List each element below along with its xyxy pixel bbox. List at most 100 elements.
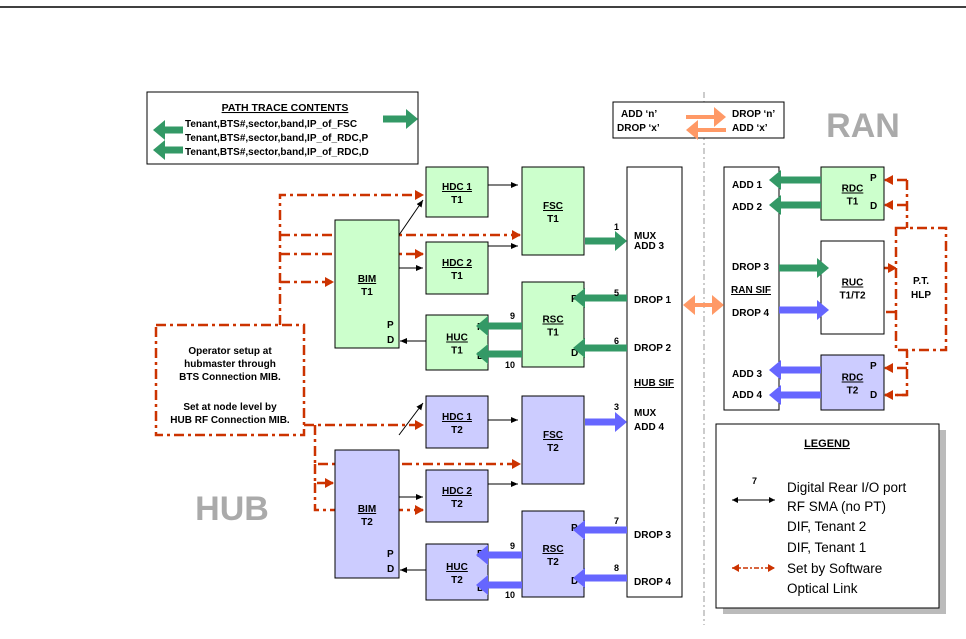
add-drop-box: ADD ‘n’ DROP ‘n’ DROP ‘x’ ADD ‘x’ [612,101,785,139]
module-tenant: T1 [547,214,559,225]
module-box [521,281,585,368]
hub-sif-block [626,166,683,598]
ran-sif-label: RAN SIF [731,285,771,296]
port-p-label: P [387,320,394,331]
port-num-10a: 10 [505,360,515,370]
operator-line-6: HUB RF Connection MIB. [170,415,290,426]
hub-add4: ADD 4 [634,422,664,433]
pt-arrow-right-1 [383,109,418,129]
port-d-label: D [387,564,394,575]
port-num-10b: 10 [505,590,515,600]
legend-item-4: DIF, Tenant 1 [787,540,866,555]
fsc-t1-to-mux-arrow [585,231,627,251]
ran-drop3: DROP 3 [732,262,769,273]
module-tenant: T2 [547,557,559,568]
drop3-to-rsc-t2-arrow [573,520,627,540]
hub-drop4: DROP 4 [634,577,671,588]
module-box [521,166,585,256]
hub-drop2: DROP 2 [634,343,671,354]
module-name: BIM [358,504,376,515]
port-d-label: D [387,335,394,346]
port-p-label: P [387,549,394,560]
drop-x-label: DROP ‘x’ [617,123,660,134]
module-name: RDC [842,373,864,384]
path-trace-row-2: Tenant,BTS#,sector,band,IP_of_RDC,P [185,133,369,144]
hub-add3: ADD 3 [634,241,664,252]
module-tenant: T2 [361,517,373,528]
pt-label: P.T. [913,276,929,287]
drop4-to-rsc-t2-arrow [573,568,627,588]
operator-line-1: Operator setup at [188,346,272,357]
module-box [334,219,400,349]
rsc-t2-module: RSC T2 [521,510,585,598]
ran-drop4: DROP 4 [732,308,769,319]
rsc-t2-to-huc-p-arrow [476,545,522,565]
drop-n-label: DROP ‘n’ [732,109,775,120]
module-box [425,543,489,601]
rdc-t2-to-add3-arrow [769,360,821,380]
hdc1-t1-module: HDC 1 T1 [425,166,489,218]
add-x-label: ADD ‘x’ [732,123,768,134]
module-tenant: T1/T2 [839,291,866,302]
legend-item-2: RF SMA (no PT) [787,499,886,514]
path-trace-row-3: Tenant,BTS#,sector,band,IP_of_RDC,D [185,147,369,158]
module-name: RSC [542,315,563,326]
module-box [425,469,489,523]
port-num-8: 8 [614,563,619,573]
legend: LEGEND 7 Digital Rear I/O port RF SMA (n… [715,423,946,614]
module-box [521,510,585,598]
drop1-to-rsc-t1-arrow [573,288,627,308]
pt-arrow-left-2 [153,140,183,160]
module-name: HDC 2 [442,258,472,269]
module-name: RDC [842,184,864,195]
module-tenant: T1 [451,271,463,282]
port-num-6: 6 [614,336,619,346]
module-name: RSC [542,544,563,555]
module-box [425,395,489,449]
hdc1-t2-module: HDC 1T2 [425,395,489,449]
hub-sif-label: HUB SIF [634,378,674,389]
ran-sif-ports: ADD 1 ADD 2 DROP 3 DROP 4 ADD 3 ADD 4 [732,180,769,401]
module-tenant: T1 [451,195,463,206]
module-name: HDC 1 [442,412,472,423]
module-box [425,166,489,218]
legend-item-1: Digital Rear I/O port [787,480,907,495]
drop4-to-ruc-arrow [779,300,829,320]
port-num-9a: 9 [510,311,515,321]
module-tenant: T2 [451,575,463,586]
module-box [521,395,585,485]
bim-t2-module: BIM T2 [334,449,400,579]
adddrop-arrow-1 [686,107,726,127]
port-num-5: 5 [614,288,619,298]
ran-add3: ADD 3 [732,369,762,380]
rdc-t1-to-add2-arrow [769,195,821,215]
module-name: HDC 1 [442,182,472,193]
port-d-label: D [571,576,578,587]
operator-line-2: hubmaster through [184,359,276,370]
fsc-t1-module: FSC T1 [521,166,585,256]
ran-region-label: RAN [826,107,900,145]
adddrop-arrow-2 [686,120,726,140]
legend-item-5: Set by Software [787,561,882,576]
rf-wires [398,182,518,573]
drop2-to-rsc-t1-arrow [573,338,627,358]
path-trace-title: PATH TRACE CONTENTS [222,102,349,114]
module-name: FSC [543,201,563,212]
port-d-label: D [571,348,578,359]
legend-box [715,423,940,609]
hub-drop1: DROP 1 [634,295,671,306]
module-box [425,241,489,295]
rsc-t2-to-huc-d-arrow [476,575,522,595]
module-box [425,314,489,371]
rdc-t1-to-add1-arrow [769,170,821,190]
module-box [334,449,400,579]
ran-add1: ADD 1 [732,180,762,191]
module-name: HUC [446,333,468,344]
pt-hlp-box: P.T. HLP [894,226,948,352]
